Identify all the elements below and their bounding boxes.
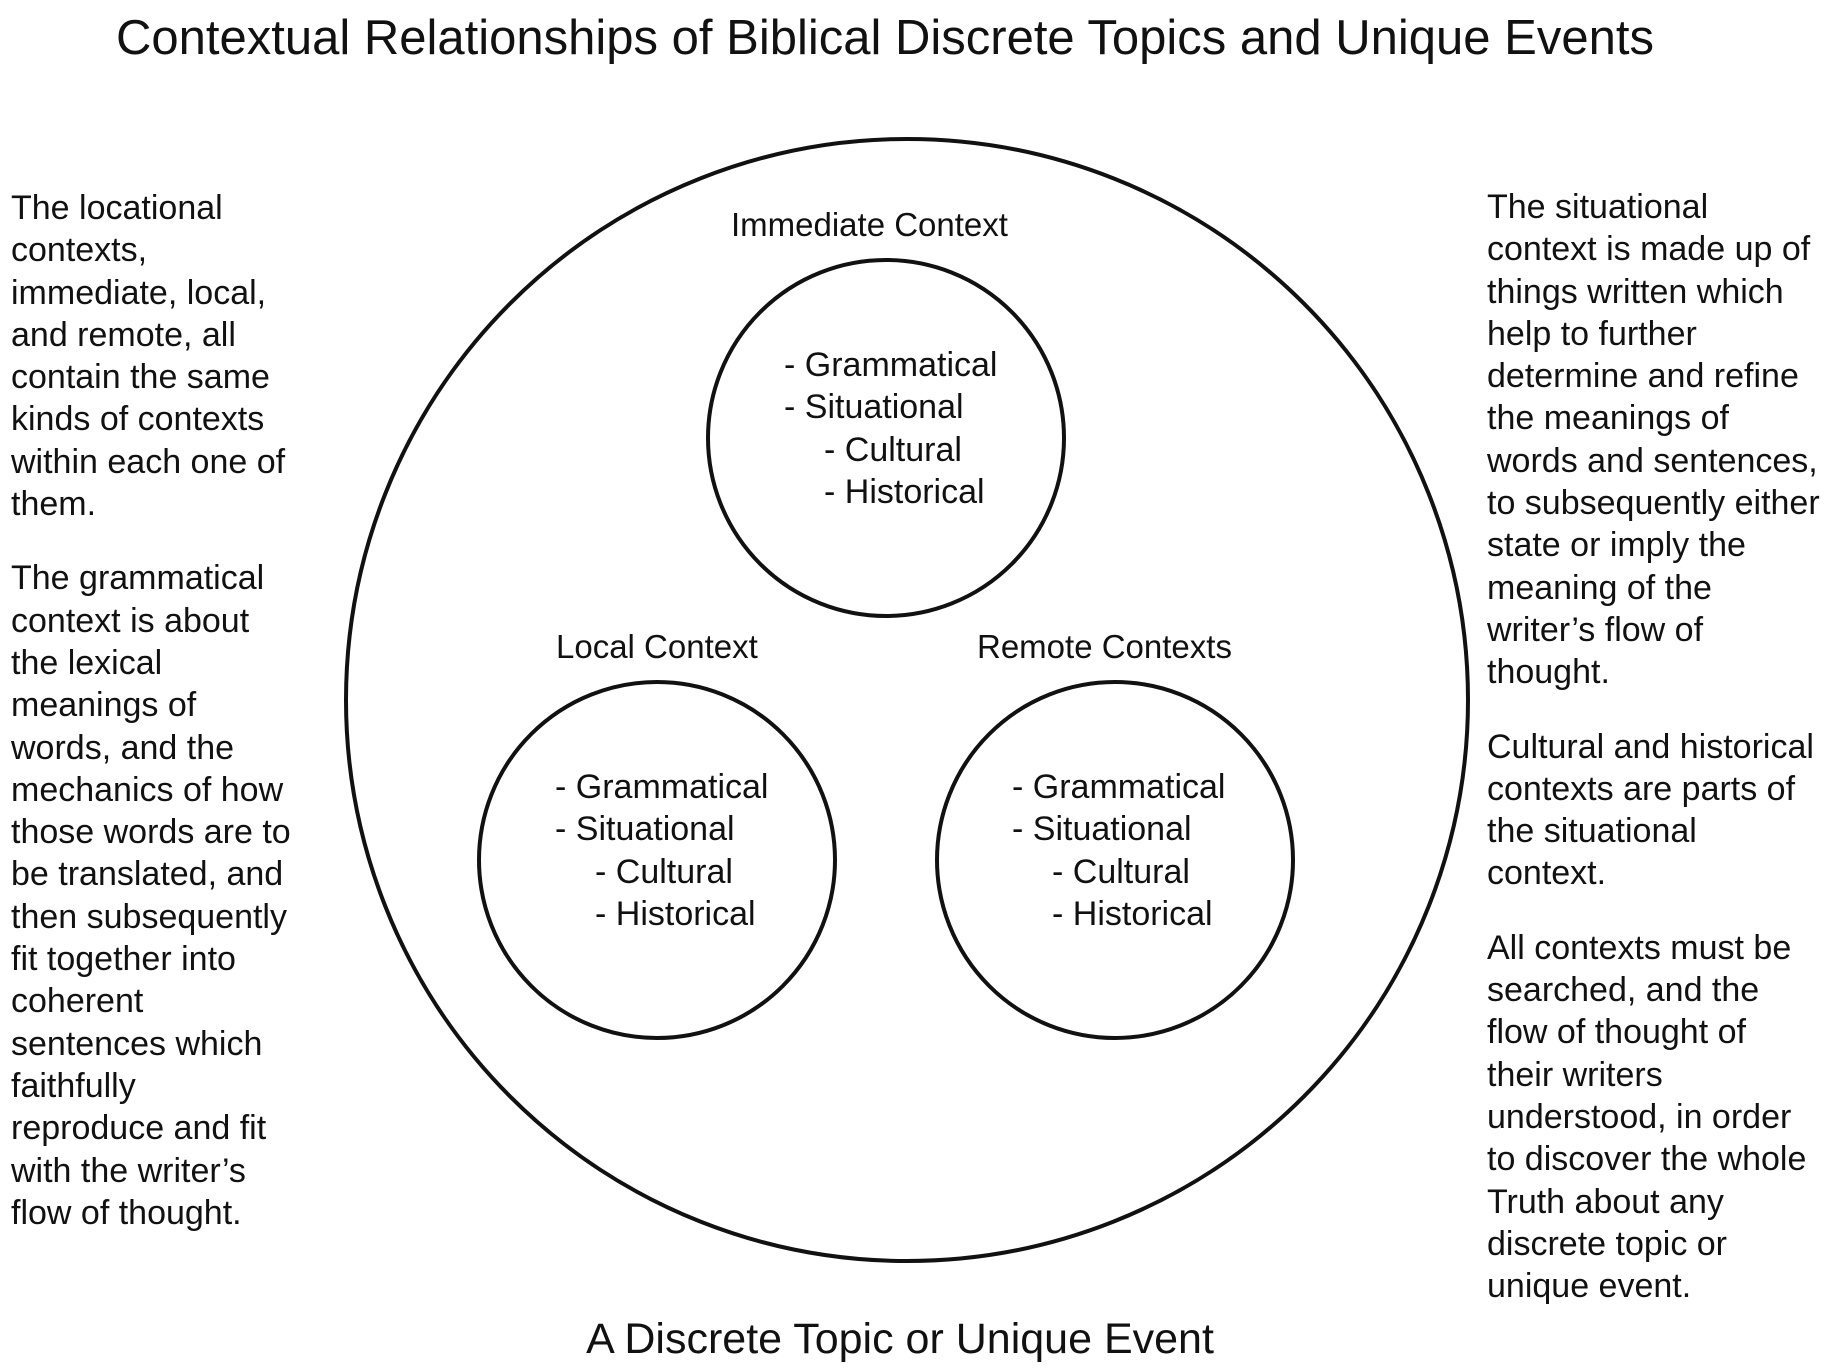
immediate-context-items: - Grammatical - Situational - Cultural -… bbox=[784, 344, 997, 513]
remote-contexts-label: Remote Contexts bbox=[977, 628, 1232, 665]
diagram-title: Contextual Relationships of Biblical Dis… bbox=[116, 11, 1654, 65]
local-historical-item: - Historical bbox=[595, 894, 756, 933]
local-grammatical-item: - Grammatical bbox=[555, 768, 769, 806]
remote-historical-item: - Historical bbox=[1052, 894, 1213, 933]
local-situational-item: - Situational bbox=[555, 810, 735, 849]
local-context-label: Local Context bbox=[556, 628, 758, 665]
immediate-context-label: Immediate Context bbox=[731, 206, 1008, 243]
right-explanation-column: The situational context is made up of th… bbox=[1487, 186, 1832, 1339]
discrete-topic-outer-circle bbox=[344, 137, 1470, 1263]
local-context-circle bbox=[477, 680, 837, 1040]
all-contexts-note: All contexts must be searched, and the f… bbox=[1487, 928, 1807, 1306]
remote-cultural-item: - Cultural bbox=[1052, 852, 1190, 891]
immediate-grammatical-item: - Grammatical bbox=[784, 346, 998, 384]
immediate-cultural-item: - Cultural bbox=[824, 430, 962, 469]
cultural-historical-note: Cultural and historical contexts are par… bbox=[1487, 727, 1814, 893]
situational-context-note: The situational context is made up of th… bbox=[1487, 188, 1820, 692]
local-context-items: - Grammatical - Situational - Cultural -… bbox=[555, 766, 768, 935]
locational-contexts-note: The locational contexts, immediate, loca… bbox=[11, 189, 286, 524]
remote-grammatical-item: - Grammatical bbox=[1012, 768, 1226, 806]
grammatical-context-note: The grammatical context is about the lex… bbox=[11, 559, 291, 1232]
remote-contexts-circle bbox=[935, 680, 1295, 1040]
remote-contexts-items: - Grammatical - Situational - Cultural -… bbox=[1012, 766, 1225, 935]
immediate-situational-item: - Situational bbox=[784, 388, 964, 427]
local-cultural-item: - Cultural bbox=[595, 852, 733, 891]
remote-situational-item: - Situational bbox=[1012, 810, 1192, 849]
immediate-context-circle bbox=[706, 258, 1066, 618]
immediate-historical-item: - Historical bbox=[824, 472, 985, 511]
outer-circle-caption: A Discrete Topic or Unique Event bbox=[586, 1315, 1214, 1363]
left-explanation-column: The locational contexts, immediate, loca… bbox=[11, 187, 331, 1266]
